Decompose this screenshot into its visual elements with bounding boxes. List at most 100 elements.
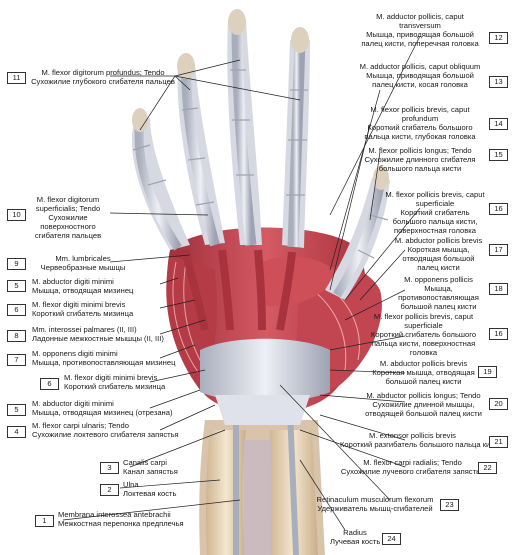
latin-term: M. flexor digitorum superficialis; Tendo — [35, 195, 101, 213]
latin-term: M. flexor pollicis brevis, caput profund… — [370, 105, 470, 123]
latin-term: Radius — [343, 528, 367, 537]
interosseous-membrane — [244, 440, 272, 555]
callout-number: 11 — [7, 72, 26, 84]
latin-term: M. flexor digiti minimi brevis — [64, 373, 158, 382]
latin-term: Mm. lumbricales — [55, 254, 111, 263]
russian-term: Сухожилие глубокого сгибателя пальцев — [31, 77, 175, 86]
russian-term: Короткий сгибатель большого пальца кисти… — [370, 330, 477, 357]
callout-label: M. opponens digiti minimi Мышца, противо… — [32, 349, 176, 367]
latin-term: Mm. interossei palmares (II, III) — [32, 325, 137, 334]
callout-number: 9 — [7, 258, 26, 270]
callout-number: 4 — [7, 426, 26, 438]
latin-term: M. extensor pollicis brevis — [369, 431, 456, 440]
russian-term: Канал запястья — [123, 467, 178, 476]
callout-number: 23 — [440, 499, 459, 511]
russian-term: Сухожилие длинного сгибателя большого па… — [364, 155, 476, 173]
callout-label: M. flexor carpi radialis; Tendo Сухожили… — [340, 458, 485, 476]
callout-number: 15 — [489, 149, 508, 161]
latin-term: Canalis carpi — [123, 458, 167, 467]
callout-label: M. abductor digiti minimi Мышца, отводящ… — [32, 277, 162, 295]
index-finger — [282, 27, 310, 248]
callout-number: 2 — [100, 484, 119, 496]
latin-term: Retinaculum musculorum flexorum — [316, 495, 434, 504]
latin-term: M. abductor pollicis brevis — [379, 359, 468, 368]
callout-label: M. adductor pollicis, caput obliquum Мыш… — [355, 62, 485, 89]
flexor-retinaculum — [200, 338, 330, 402]
latin-term: M. flexor digitorum profundus; Tendo — [41, 68, 165, 77]
callout-number: 21 — [489, 436, 508, 448]
callout-number: 1 — [35, 515, 54, 527]
latin-term: M. adductor pollicis, caput obliquum — [359, 62, 481, 71]
russian-term: Короткий сгибатель мизинца — [32, 309, 134, 318]
latin-term: Ulna — [123, 480, 139, 489]
russian-term: Червеобразные мышцы — [40, 263, 126, 272]
latin-term: Membrana interossea antebrachii — [58, 510, 171, 519]
russian-term: Короткий сгибатель большого пальца кисти… — [364, 123, 476, 141]
latin-term: M. abductor digiti minimi — [32, 399, 114, 408]
callout-label: M. opponens pollicis Мышца, противопоста… — [392, 275, 485, 311]
callout-label: Ulna Локтевая кость — [123, 480, 213, 498]
callout-label: M. flexor pollicis brevis, caput superfi… — [385, 190, 485, 235]
russian-term: Короткая мышца, отводящая большой палец … — [402, 245, 475, 272]
callout-number: 5 — [7, 280, 26, 292]
russian-term: Локтевая кость — [123, 489, 177, 498]
middle-finger — [227, 9, 262, 246]
callout-label: M. flexor digitorum profundus; Tendo Сух… — [28, 68, 178, 86]
russian-term: Короткий сгибатель мизинца — [64, 382, 166, 391]
callout-number: 14 — [489, 118, 508, 130]
callout-label: M. flexor digitorum superficialis; Tendo… — [28, 195, 108, 240]
callout-number: 19 — [478, 366, 497, 378]
latin-term: M. flexor pollicis brevis, caput superfi… — [385, 190, 485, 208]
callout-number: 8 — [7, 330, 26, 342]
latin-term: M. flexor carpi ulnaris; Tendo — [32, 421, 129, 430]
callout-number: 17 — [489, 244, 508, 256]
callout-number: 16 — [489, 203, 508, 215]
callout-label: Membrana interossea antebrachii Межкостн… — [58, 510, 208, 528]
palm — [166, 227, 382, 425]
russian-term: Мышца, приводящая большой палец кисти, п… — [361, 30, 479, 48]
callout-number: 20 — [489, 398, 508, 410]
latin-term: M. abductor pollicis brevis — [394, 236, 483, 245]
callout-label: M. flexor digiti minimi brevis Короткий … — [64, 373, 194, 391]
little-finger — [131, 108, 190, 251]
latin-term: M. abductor pollicis longus; Tendo — [366, 391, 481, 400]
russian-term: Мышца, приводящая большой палец кисти, к… — [366, 71, 474, 89]
latin-term: M. opponens digiti minimi — [32, 349, 118, 358]
russian-term: Сухожилие длинной мышцы, отводящей больш… — [365, 400, 482, 418]
callout-label: M. abductor pollicis longus; Tendo Сухож… — [362, 391, 485, 418]
callout-label: M. flexor pollicis brevis, caput profund… — [355, 105, 485, 141]
callout-number: 12 — [489, 32, 508, 44]
callout-number: 6 — [7, 304, 26, 316]
callout-number: 24 — [382, 533, 401, 545]
callout-label: Mm. lumbricales Червеобразные мышцы — [28, 254, 138, 272]
russian-term: Мышца, противопоставляющая мизинец — [32, 358, 176, 367]
callout-label: Radius Лучевая кость — [330, 528, 380, 546]
callout-label: M. flexor carpi ulnaris; Tendo Сухожилие… — [32, 421, 179, 439]
callout-number: 6 — [40, 378, 59, 390]
latin-term: M. flexor pollicis brevis, caput superfi… — [373, 312, 474, 330]
russian-term: Мышца, противопоставляющая большой палец… — [398, 284, 479, 311]
forearm — [199, 409, 325, 555]
callout-label: M. abductor pollicis brevis Короткая мыш… — [362, 359, 485, 386]
callout-label: Mm. interossei palmares (II, III) Ладонн… — [32, 325, 164, 343]
russian-term: Сухожилие локтевого сгибателя запястья — [32, 430, 179, 439]
latin-term: M. flexor digiti minimi brevis — [32, 300, 126, 309]
callout-label: Canalis carpi Канал запястья — [123, 458, 213, 476]
callout-number: 7 — [7, 354, 26, 366]
russian-term: Короткий разгибатель большого пальца кис… — [340, 440, 502, 449]
russian-term: Мышца, отводящая мизинец — [32, 286, 134, 295]
russian-term: Лучевая кость — [330, 537, 381, 546]
latin-term: M. abductor digiti minimi — [32, 277, 114, 286]
callout-number: 3 — [100, 462, 119, 474]
russian-term: Сухожилие поверхностного сгибателя пальц… — [34, 213, 102, 240]
russian-term: Мышца, отводящая мизинец (отрезана) — [32, 408, 173, 417]
callout-label: M. flexor pollicis brevis, caput superfi… — [362, 312, 485, 357]
russian-term: Короткий сгибатель большого пальца кисти… — [392, 208, 478, 235]
thumb — [325, 166, 390, 300]
callout-number: 13 — [489, 76, 508, 88]
callout-label: M. adductor pollicis, caput transversum … — [355, 12, 485, 48]
callout-label: M. flexor digiti minimi brevis Короткий … — [32, 300, 162, 318]
